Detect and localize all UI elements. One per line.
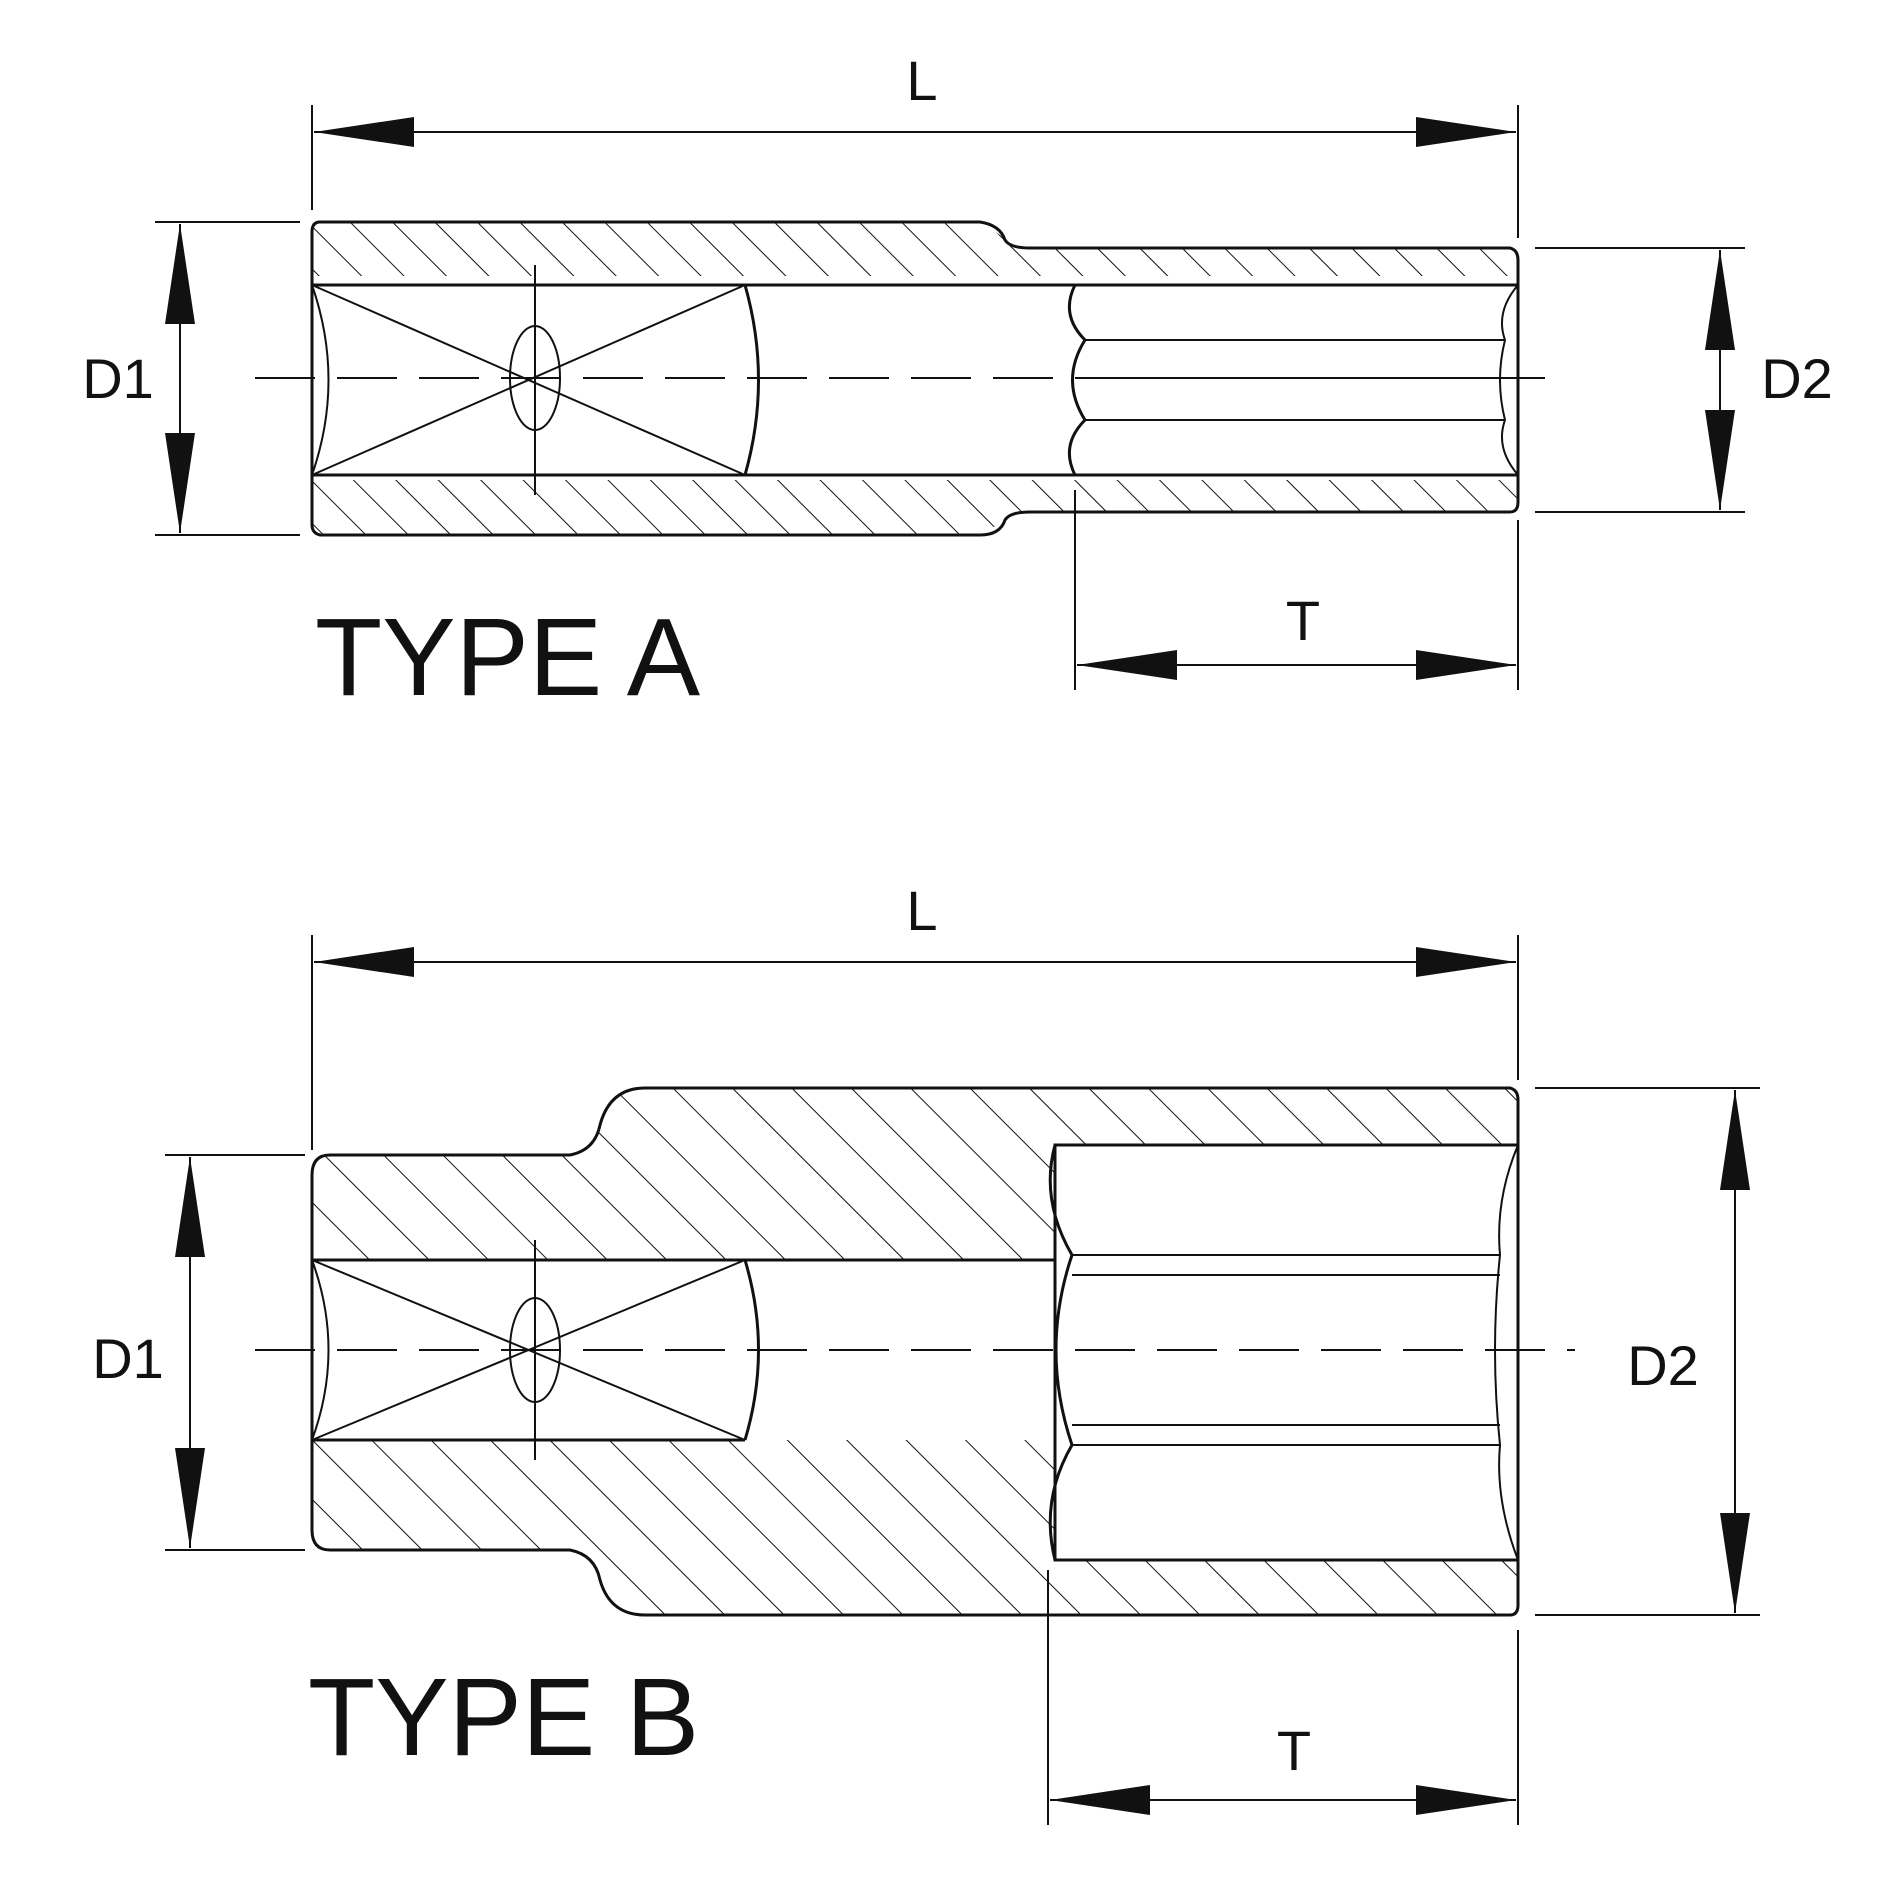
type-b-d2-label: D2 — [1627, 1334, 1699, 1397]
type-b-l-label: L — [906, 879, 937, 942]
type-a-t-label: T — [1286, 589, 1320, 652]
type-b-d1-label: D1 — [92, 1327, 164, 1390]
type-a-d1-dimension: D1 — [82, 221, 300, 536]
type-a-d2-label: D2 — [1761, 347, 1833, 410]
type-a-title: TYPE A — [315, 596, 701, 719]
type-b-d2-dimension: D2 — [1535, 1087, 1760, 1616]
type-a-t-dimension: T — [1074, 490, 1519, 690]
type-b-t-dimension: T — [1047, 1570, 1519, 1825]
type-b-l-dimension: L — [311, 879, 1519, 1150]
type-a-d2-dimension: D2 — [1535, 247, 1833, 513]
type-a-diagram: L D1 D2 T TYPE A — [82, 49, 1833, 719]
type-b-body-section — [310, 1086, 1520, 1617]
type-b-title: TYPE B — [308, 1656, 699, 1779]
type-b-diagram: L D1 D2 T TYPE B — [92, 879, 1760, 1825]
type-a-d1-label: D1 — [82, 347, 154, 410]
type-b-t-label: T — [1277, 1719, 1311, 1782]
type-a-body-section — [310, 220, 1520, 537]
type-b-d1-dimension: D1 — [92, 1154, 305, 1551]
type-a-l-label: L — [906, 49, 937, 112]
type-a-l-dimension: L — [311, 49, 1519, 238]
